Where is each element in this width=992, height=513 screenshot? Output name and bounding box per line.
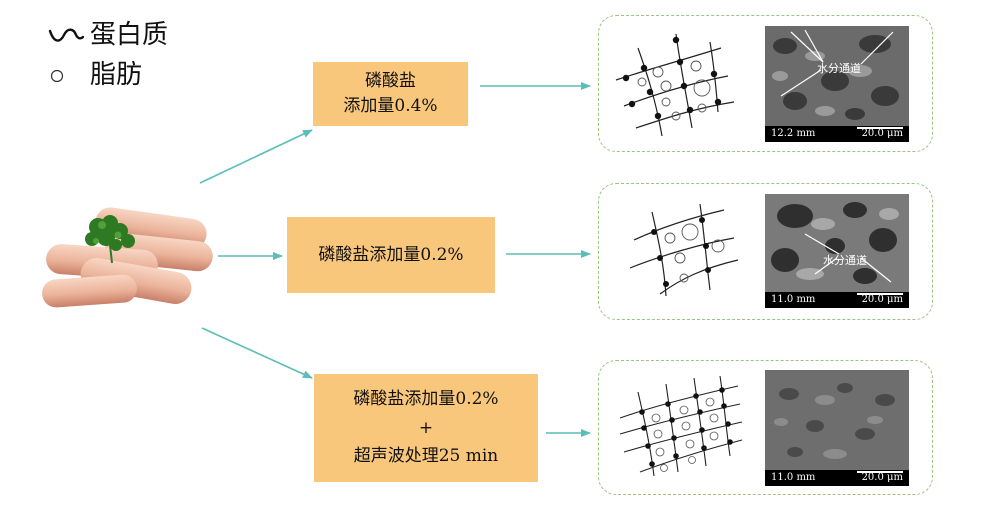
fat-label: 脂肪 — [90, 60, 143, 90]
sem-2-scale-bar: 11.0 mm 20.0 μm — [765, 292, 909, 308]
sem-2-right-scale: 20.0 μm — [861, 294, 903, 305]
protein-strand-icon — [48, 25, 90, 45]
sem-1-left-scale: 12.2 mm — [771, 128, 816, 139]
sem-image-2: 水分通道 11.0 mm 20.0 μm — [765, 194, 909, 308]
condition-3-line3: 超声波处理25 min — [353, 446, 499, 467]
sausage-image — [40, 205, 220, 314]
condition-3-plus: + — [418, 417, 434, 438]
condition-3-line1: 磷酸盐添加量0.2% — [353, 388, 499, 409]
protein-label: 蛋白质 — [90, 20, 169, 50]
condition-box-2: 磷酸盐添加量0.2% — [287, 217, 495, 293]
sem-image-1: 水分通道 12.2 mm 20.0 μm — [765, 26, 909, 142]
legend-fat: 脂肪 — [48, 62, 142, 88]
sem-1-water-channel-label: 水分通道 — [817, 62, 861, 75]
sem-image-3: 11.0 mm 20.0 μm — [765, 370, 909, 486]
condition-1-line1: 磷酸盐 — [365, 71, 416, 92]
legend-protein: 蛋白质 — [48, 22, 168, 48]
sem-1-right-scale: 20.0 μm — [861, 128, 903, 139]
arrow-to-condition-1 — [199, 129, 313, 184]
sem-3-right-scale: 20.0 μm — [861, 472, 903, 483]
network-diagram-3 — [614, 372, 744, 486]
condition-1-line2: 添加量0.4% — [343, 96, 438, 116]
sem-3-scale-bar: 11.0 mm 20.0 μm — [765, 470, 909, 486]
sem-2-water-channel-label: 水分通道 — [823, 254, 867, 267]
fat-circle-icon — [48, 65, 90, 85]
network-diagram-2 — [620, 198, 740, 302]
condition-box-3: 磷酸盐添加量0.2% + 超声波处理25 min — [314, 374, 538, 482]
condition-box-1: 磷酸盐 添加量0.4% — [313, 62, 468, 126]
sem-1-scale-bar: 12.2 mm 20.0 μm — [765, 126, 909, 142]
sem-3-left-scale: 11.0 mm — [771, 472, 816, 483]
arrow-to-condition-3 — [201, 327, 313, 379]
sem-2-left-scale: 11.0 mm — [771, 294, 816, 305]
network-diagram-1 — [606, 28, 736, 142]
condition-2-line1: 磷酸盐添加量0.2% — [318, 244, 464, 265]
